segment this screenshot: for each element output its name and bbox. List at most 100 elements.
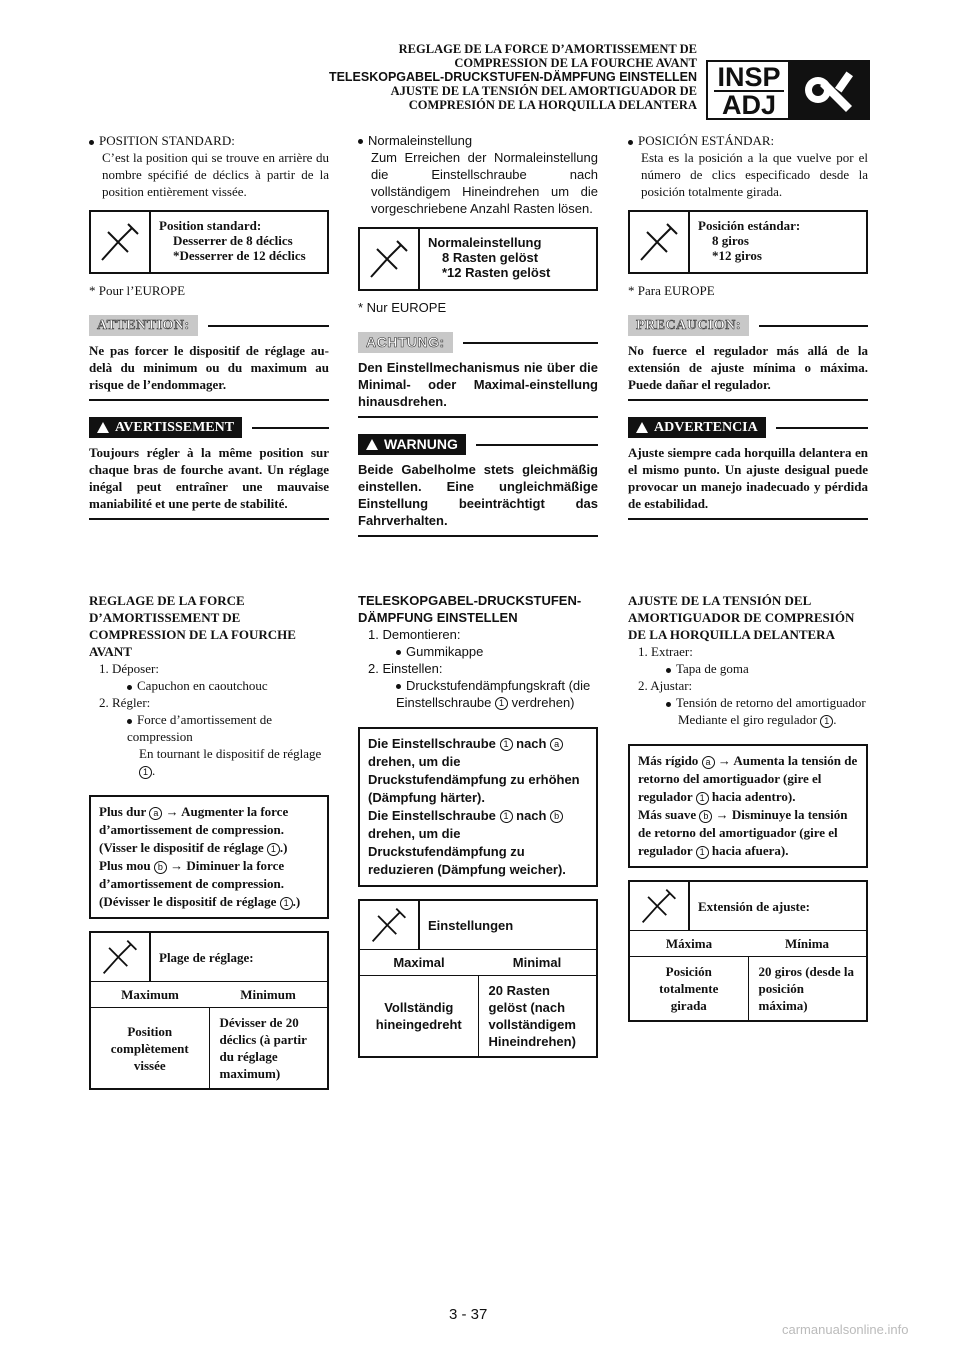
spec-box: Position standard: Desserrer de 8 déclic…: [89, 210, 329, 274]
attention-header: ACHTUNG:: [358, 332, 598, 353]
attention-text: Ne pas forcer le dispositif de réglage a…: [89, 342, 329, 401]
warning-text: Toujours régler à la même position sur c…: [89, 444, 329, 520]
bullet-icon: [127, 718, 132, 724]
range-min-head: Minimum: [209, 982, 327, 1008]
insp-adj-badge: INSP ADJ: [706, 60, 792, 120]
footnote: * Pour l’EUROPE: [89, 283, 186, 298]
step-2-note-row: Mediante el giro regulador 1.: [628, 711, 868, 728]
callout-a-icon: a: [550, 738, 564, 752]
column-spanish: POSICIÓN ESTÁNDAR: Esta es la posición a…: [628, 132, 868, 520]
std-title-row: Normaleinstellung: [358, 132, 598, 149]
bullet-icon: [628, 139, 633, 145]
step-1-item-row: Capuchon en caoutchouc: [89, 677, 329, 694]
info-b-lead: Die Einstellschraube: [368, 808, 496, 823]
attention-text: Den Einstellmechanismus nie über die Min…: [358, 359, 598, 418]
std-text: Zum Erreichen der Normaleinstellung die …: [371, 150, 598, 216]
warning-triangle-icon: [636, 422, 648, 433]
header-line-3: TELESKOPGABEL-DRUCKSTUFEN-DÄMPFUNG EINST…: [328, 70, 697, 84]
attention-label: ATTENTION:: [89, 315, 198, 336]
header-line-1: REGLAGE DE LA FORCE D’AMORTISSEMENT DE: [398, 42, 697, 56]
range-min-val: 20 Rasten gelöst (nach vollständigem Hin…: [488, 983, 576, 1049]
spec-line-1: Normaleinstellung: [428, 235, 542, 250]
warning-label: ADVERTENCIA: [628, 417, 766, 438]
column-german: Normaleinstellung Zum Erreichen der Norm…: [358, 132, 598, 537]
spec-text: Position standard: Desserrer de 8 déclic…: [151, 212, 314, 272]
range-table-header: Plage de réglage:: [91, 933, 327, 982]
std-title: Normaleinstellung: [368, 133, 473, 148]
header-line-4: AJUSTE DE LA TENSIÓN DEL AMORTIGUADOR DE: [390, 84, 697, 98]
callout-b-icon: b: [699, 809, 713, 823]
bullet-icon: [127, 684, 132, 690]
period: .: [833, 712, 837, 727]
step-1: 1. Demontieren:: [368, 627, 461, 642]
warning-label-text: WARNUNG: [384, 436, 458, 452]
info-a-mid: nach: [516, 736, 547, 751]
step-1-item: Capuchon en caoutchouc: [137, 678, 268, 693]
section-title: AJUSTE DE LA TENSIÓN DEL AMORTIGUADOR DE…: [628, 593, 855, 642]
spec-text: Normaleinstellung 8 Rasten gelöst *12 Ra…: [420, 229, 558, 289]
step-2-note: Mediante el giro regulador: [678, 712, 817, 727]
step-2: 2. Ajustar:: [638, 678, 693, 693]
section-german: TELESKOPGABEL-DRUCKSTUFEN-DÄMPFUNG EINST…: [358, 592, 598, 1058]
adjust-info-box: Más rígido a → Aumenta la tensión de ret…: [628, 744, 868, 868]
divider: [207, 324, 329, 327]
std-text: Esta es la posición a la que vuelve por …: [641, 150, 868, 199]
spec-box: Normaleinstellung 8 Rasten gelöst *12 Ra…: [358, 227, 598, 291]
callout-1-icon: 1: [820, 714, 834, 728]
section-spanish: AJUSTE DE LA TENSIÓN DEL AMORTIGUADOR DE…: [628, 592, 868, 1022]
range-title: Einstellungen: [428, 917, 514, 933]
warning-header: AVERTISSEMENT: [89, 417, 329, 438]
range-max-head: Máxima: [630, 931, 748, 957]
step-2-item: Force d’amortissement de compression: [127, 712, 273, 744]
std-title-row: POSITION STANDARD:: [89, 132, 329, 149]
step-2-note-row: En tournant le dispositif de réglage 1.: [89, 745, 329, 779]
info-b-mid: nach: [516, 808, 547, 823]
step-2-item-row: Force d’amortissement de compression: [89, 711, 329, 745]
page-number: 3 - 37: [449, 1306, 488, 1323]
callout-b-icon: b: [550, 810, 564, 824]
step-1-item: Tapa de goma: [676, 661, 749, 676]
callout-1-icon: 1: [139, 765, 152, 779]
watermark: carmanualsonline.info: [782, 1322, 909, 1337]
adjust-info-box: Die Einstellschraube 1 nach a drehen, um…: [358, 727, 598, 887]
callout-1-icon: 1: [695, 791, 709, 805]
info-b-text: drehen, um die Druckstufendämpfung zu re…: [368, 826, 566, 877]
spec-box: Posición estándar: 8 giros *12 giros: [628, 210, 868, 274]
bullet-icon: [358, 139, 363, 145]
wrench-icon: [630, 882, 690, 930]
warning-text: Beide Gabelholme stets gleichmäßig einst…: [358, 461, 598, 537]
step-2-item: Druckstufendämpfungskraft (die Einstells…: [396, 678, 591, 710]
step-2-item-end: verdrehen): [511, 695, 575, 710]
attention-label: ACHTUNG:: [358, 332, 453, 353]
header-line-5: COMPRESIÓN DE LA HORQUILLA DELANTERA: [408, 98, 697, 112]
attention-label: PRECAUCION:: [628, 315, 750, 336]
range-max-head: Maximal: [360, 950, 478, 976]
step-1: 1. Déposer:: [99, 661, 159, 676]
section-title: TELESKOPGABEL-DRUCKSTUFEN-DÄMPFUNG EINST…: [358, 593, 582, 625]
warning-triangle-icon: [366, 439, 378, 450]
wrench-screwdriver-icon: [788, 60, 870, 120]
step-2-item-row: Druckstufendämpfungskraft (die Einstells…: [358, 677, 598, 711]
info-a-lead: Más rígido: [638, 753, 699, 768]
divider: [462, 341, 598, 344]
warning-triangle-icon: [97, 422, 109, 433]
info-a-text: drehen, um die Druckstufendämpfung zu er…: [368, 754, 580, 805]
page-header: REGLAGE DE LA FORCE D’AMORTISSEMENT DE C…: [329, 42, 697, 112]
warning-label: AVERTISSEMENT: [89, 417, 243, 438]
range-table-header: Extensión de ajuste:: [630, 882, 866, 931]
period: .: [152, 763, 156, 778]
step-1-item: Gummikappe: [406, 644, 484, 659]
spec-line-1: Posición estándar:: [698, 218, 801, 233]
callout-1-icon: 1: [279, 896, 293, 910]
info-a-lead: Die Einstellschraube: [368, 736, 496, 751]
info-b-lead: Más suave: [638, 807, 697, 822]
